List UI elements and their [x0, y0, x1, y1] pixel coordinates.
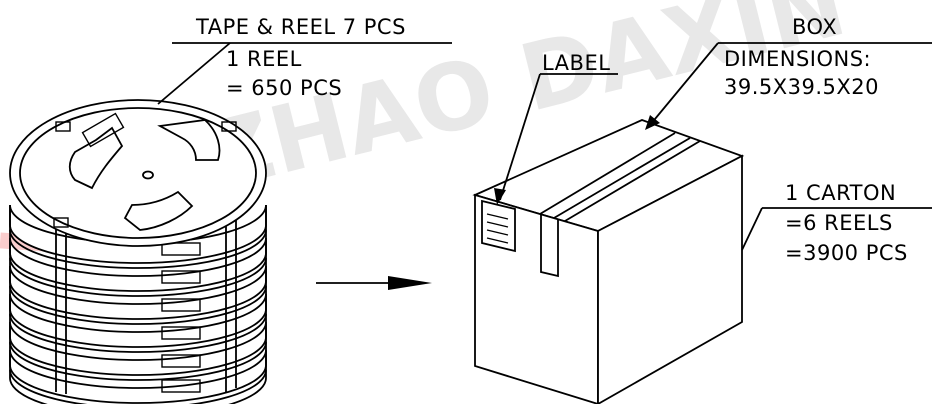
- strap-clip: [53, 217, 69, 228]
- reel-top-outer: [9, 99, 267, 247]
- reel-count-line1: 1 REEL: [226, 47, 302, 71]
- reel-cutout-bottom: [123, 190, 194, 231]
- leader-carton: [741, 207, 763, 251]
- carton-line1: 1 CARTON: [785, 181, 896, 205]
- leader-lines: [157, 42, 932, 251]
- reel-label-window: [161, 354, 201, 368]
- transfer-arrow: [316, 276, 432, 290]
- leader-label: [499, 73, 541, 201]
- leader-box: [649, 42, 719, 126]
- reel-label-window: [161, 298, 201, 312]
- label-title: LABEL: [542, 51, 610, 75]
- reel-label-window: [161, 270, 201, 284]
- tape-edge: [553, 137, 691, 219]
- reel-top-face: [9, 99, 267, 247]
- tape-front: [540, 214, 559, 278]
- reel-cutout-left: [68, 126, 124, 190]
- reel-label-window: [161, 379, 201, 393]
- tape-edge: [564, 140, 701, 222]
- arrow-head: [388, 276, 432, 290]
- box-dims-line2: 39.5X39.5X20: [724, 75, 879, 99]
- reel-cutout-right: [157, 119, 221, 161]
- reel-straps: [55, 218, 237, 394]
- reel-label-window: [161, 242, 201, 256]
- carton-line2: =6 REELS: [785, 211, 893, 235]
- carton-box: [472, 119, 745, 404]
- reel-count-line2: = 650 PCS: [226, 76, 342, 100]
- carton-side: [597, 154, 743, 404]
- strap-clip: [55, 121, 71, 132]
- reel-stack: [9, 99, 267, 404]
- leader-tape-reel: [157, 42, 231, 105]
- strap-clip: [221, 121, 237, 132]
- carton-label: [481, 199, 516, 253]
- reel-hub-hole: [142, 170, 154, 180]
- tape-reel-title: TAPE & REEL 7 PCS: [195, 15, 406, 39]
- tape-edge: [539, 132, 676, 215]
- reel-top-label: [81, 112, 125, 148]
- box-dims-line1: DIMENSIONS:: [724, 47, 871, 71]
- reel-label-window: [161, 326, 201, 340]
- carton-line3: =3900 PCS: [785, 241, 908, 265]
- box-title: BOX: [792, 15, 837, 39]
